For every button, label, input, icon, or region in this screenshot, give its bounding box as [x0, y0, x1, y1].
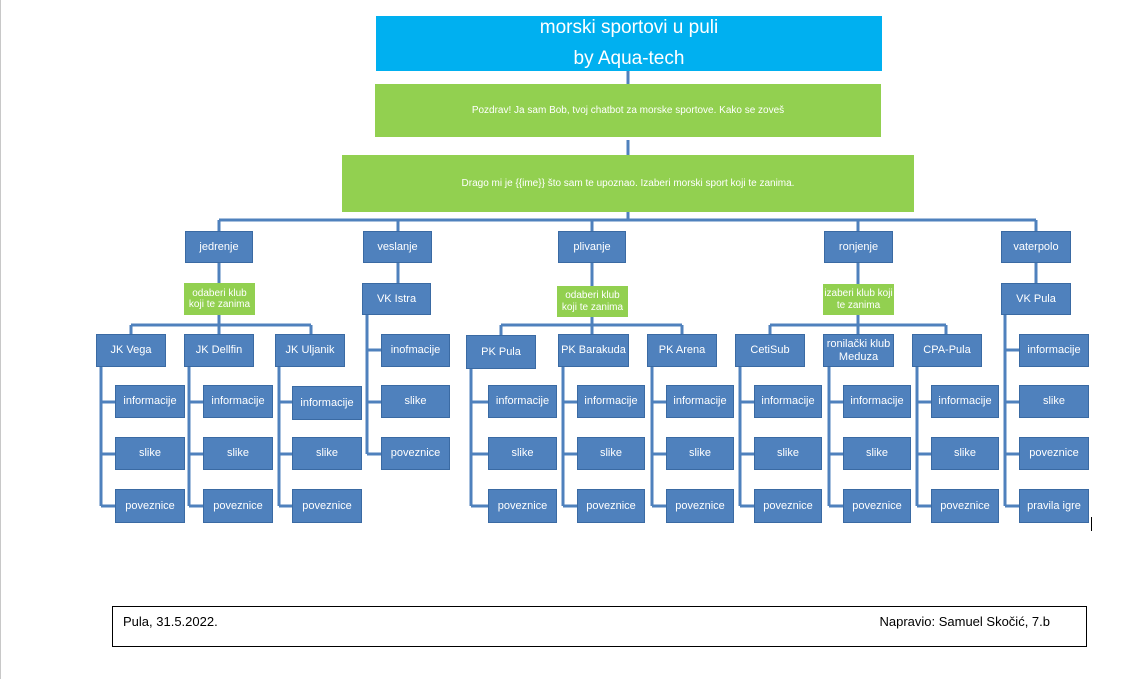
greeting-node: Pozdrav! Ja sam Bob, tvoj chatbot za mor…: [375, 84, 881, 137]
club-jk-dellfin: JK Dellfin: [184, 334, 254, 367]
jk-dellfin-slike: slike: [203, 437, 273, 470]
pk-barakuda-poveznice: poveznice: [577, 489, 645, 523]
jk-uljanik-slike: slike: [292, 437, 362, 470]
jk-uljanik-poveznice: poveznice: [292, 489, 362, 523]
title-line-2: by Aqua-tech: [573, 47, 685, 69]
pk-pula-slike: slike: [488, 437, 557, 470]
vk-istra-poveznice: poveznice: [381, 437, 450, 470]
pk-arena-slike: slike: [666, 437, 734, 470]
jk-vega-slike: slike: [115, 437, 185, 470]
pk-pula-poveznice: poveznice: [488, 489, 557, 523]
club-pk-arena: PK Arena: [647, 334, 717, 367]
meduza-slike: slike: [843, 437, 911, 470]
cpa-pula-informacije: informacije: [931, 385, 999, 418]
pk-arena-informacije: informacije: [666, 385, 734, 418]
club-jk-vega: JK Vega: [96, 334, 166, 367]
cetisub-informacije: informacije: [754, 385, 822, 418]
vk-pula-slike: slike: [1019, 385, 1089, 418]
pk-pula-informacije: informacije: [488, 385, 557, 418]
vk-istra-slike: slike: [381, 385, 450, 418]
club-cpa-pula: CPA-Pula: [912, 334, 982, 367]
cetisub-slike: slike: [754, 437, 822, 470]
prompt-plivanje: odaberi klub koji te zanima: [557, 286, 628, 317]
sport-vaterpolo: vaterpolo: [1001, 231, 1071, 263]
meduza-informacije: informacije: [843, 385, 911, 418]
choose-sport-node: Drago mi je {{ime}} što sam te upoznao. …: [342, 155, 914, 212]
pk-barakuda-slike: slike: [577, 437, 645, 470]
jk-dellfin-poveznice: poveznice: [203, 489, 273, 523]
vk-pula-poveznice: poveznice: [1019, 437, 1089, 470]
jk-dellfin-informacije: informacije: [203, 385, 273, 418]
vk-pula-pravila-igre: pravila igre: [1019, 489, 1089, 523]
club-vk-istra: VK Istra: [362, 283, 431, 315]
club-vk-pula: VK Pula: [1001, 283, 1071, 315]
vk-istra-informacije: inofmacije: [381, 334, 450, 367]
cpa-pula-poveznice: poveznice: [931, 489, 999, 523]
page-left-edge: [0, 0, 1, 679]
vk-pula-informacije: informacije: [1019, 334, 1089, 367]
jk-vega-poveznice: poveznice: [115, 489, 185, 523]
club-jk-uljanik: JK Uljanik: [275, 334, 345, 367]
meduza-poveznice: poveznice: [843, 489, 911, 523]
pk-barakuda-informacije: informacije: [577, 385, 645, 418]
cpa-pula-slike: slike: [931, 437, 999, 470]
footer-author: Napravio: Samuel Skočić, 7.b: [879, 614, 1050, 629]
club-pk-pula: PK Pula: [466, 335, 536, 369]
sport-plivanje: plivanje: [558, 231, 626, 263]
club-cetisub: CetiSub: [735, 334, 805, 367]
jk-uljanik-informacije: informacije: [292, 386, 362, 420]
sport-jedrenje: jedrenje: [185, 231, 253, 263]
cetisub-poveznice: poveznice: [754, 489, 822, 523]
club-meduza: ronilački klub Meduza: [823, 334, 894, 367]
footer-date: Pula, 31.5.2022.: [123, 614, 218, 629]
title-banner: morski sportovi u puli by Aqua-tech: [376, 16, 882, 71]
jk-vega-informacije: informacije: [115, 385, 185, 418]
pk-arena-poveznice: poveznice: [666, 489, 734, 523]
sport-veslanje: veslanje: [363, 231, 432, 263]
footer-box: Pula, 31.5.2022. Napravio: Samuel Skočić…: [112, 606, 1087, 647]
title-line-1: morski sportovi u puli: [539, 17, 719, 39]
text-cursor: [1091, 517, 1092, 531]
prompt-ronjenje: izaberi klub koji te zanima: [823, 284, 894, 315]
sport-ronjenje: ronjenje: [824, 231, 893, 263]
prompt-jedrenje: odaberi klub koji te zanima: [184, 283, 255, 315]
club-pk-barakuda: PK Barakuda: [558, 334, 629, 367]
